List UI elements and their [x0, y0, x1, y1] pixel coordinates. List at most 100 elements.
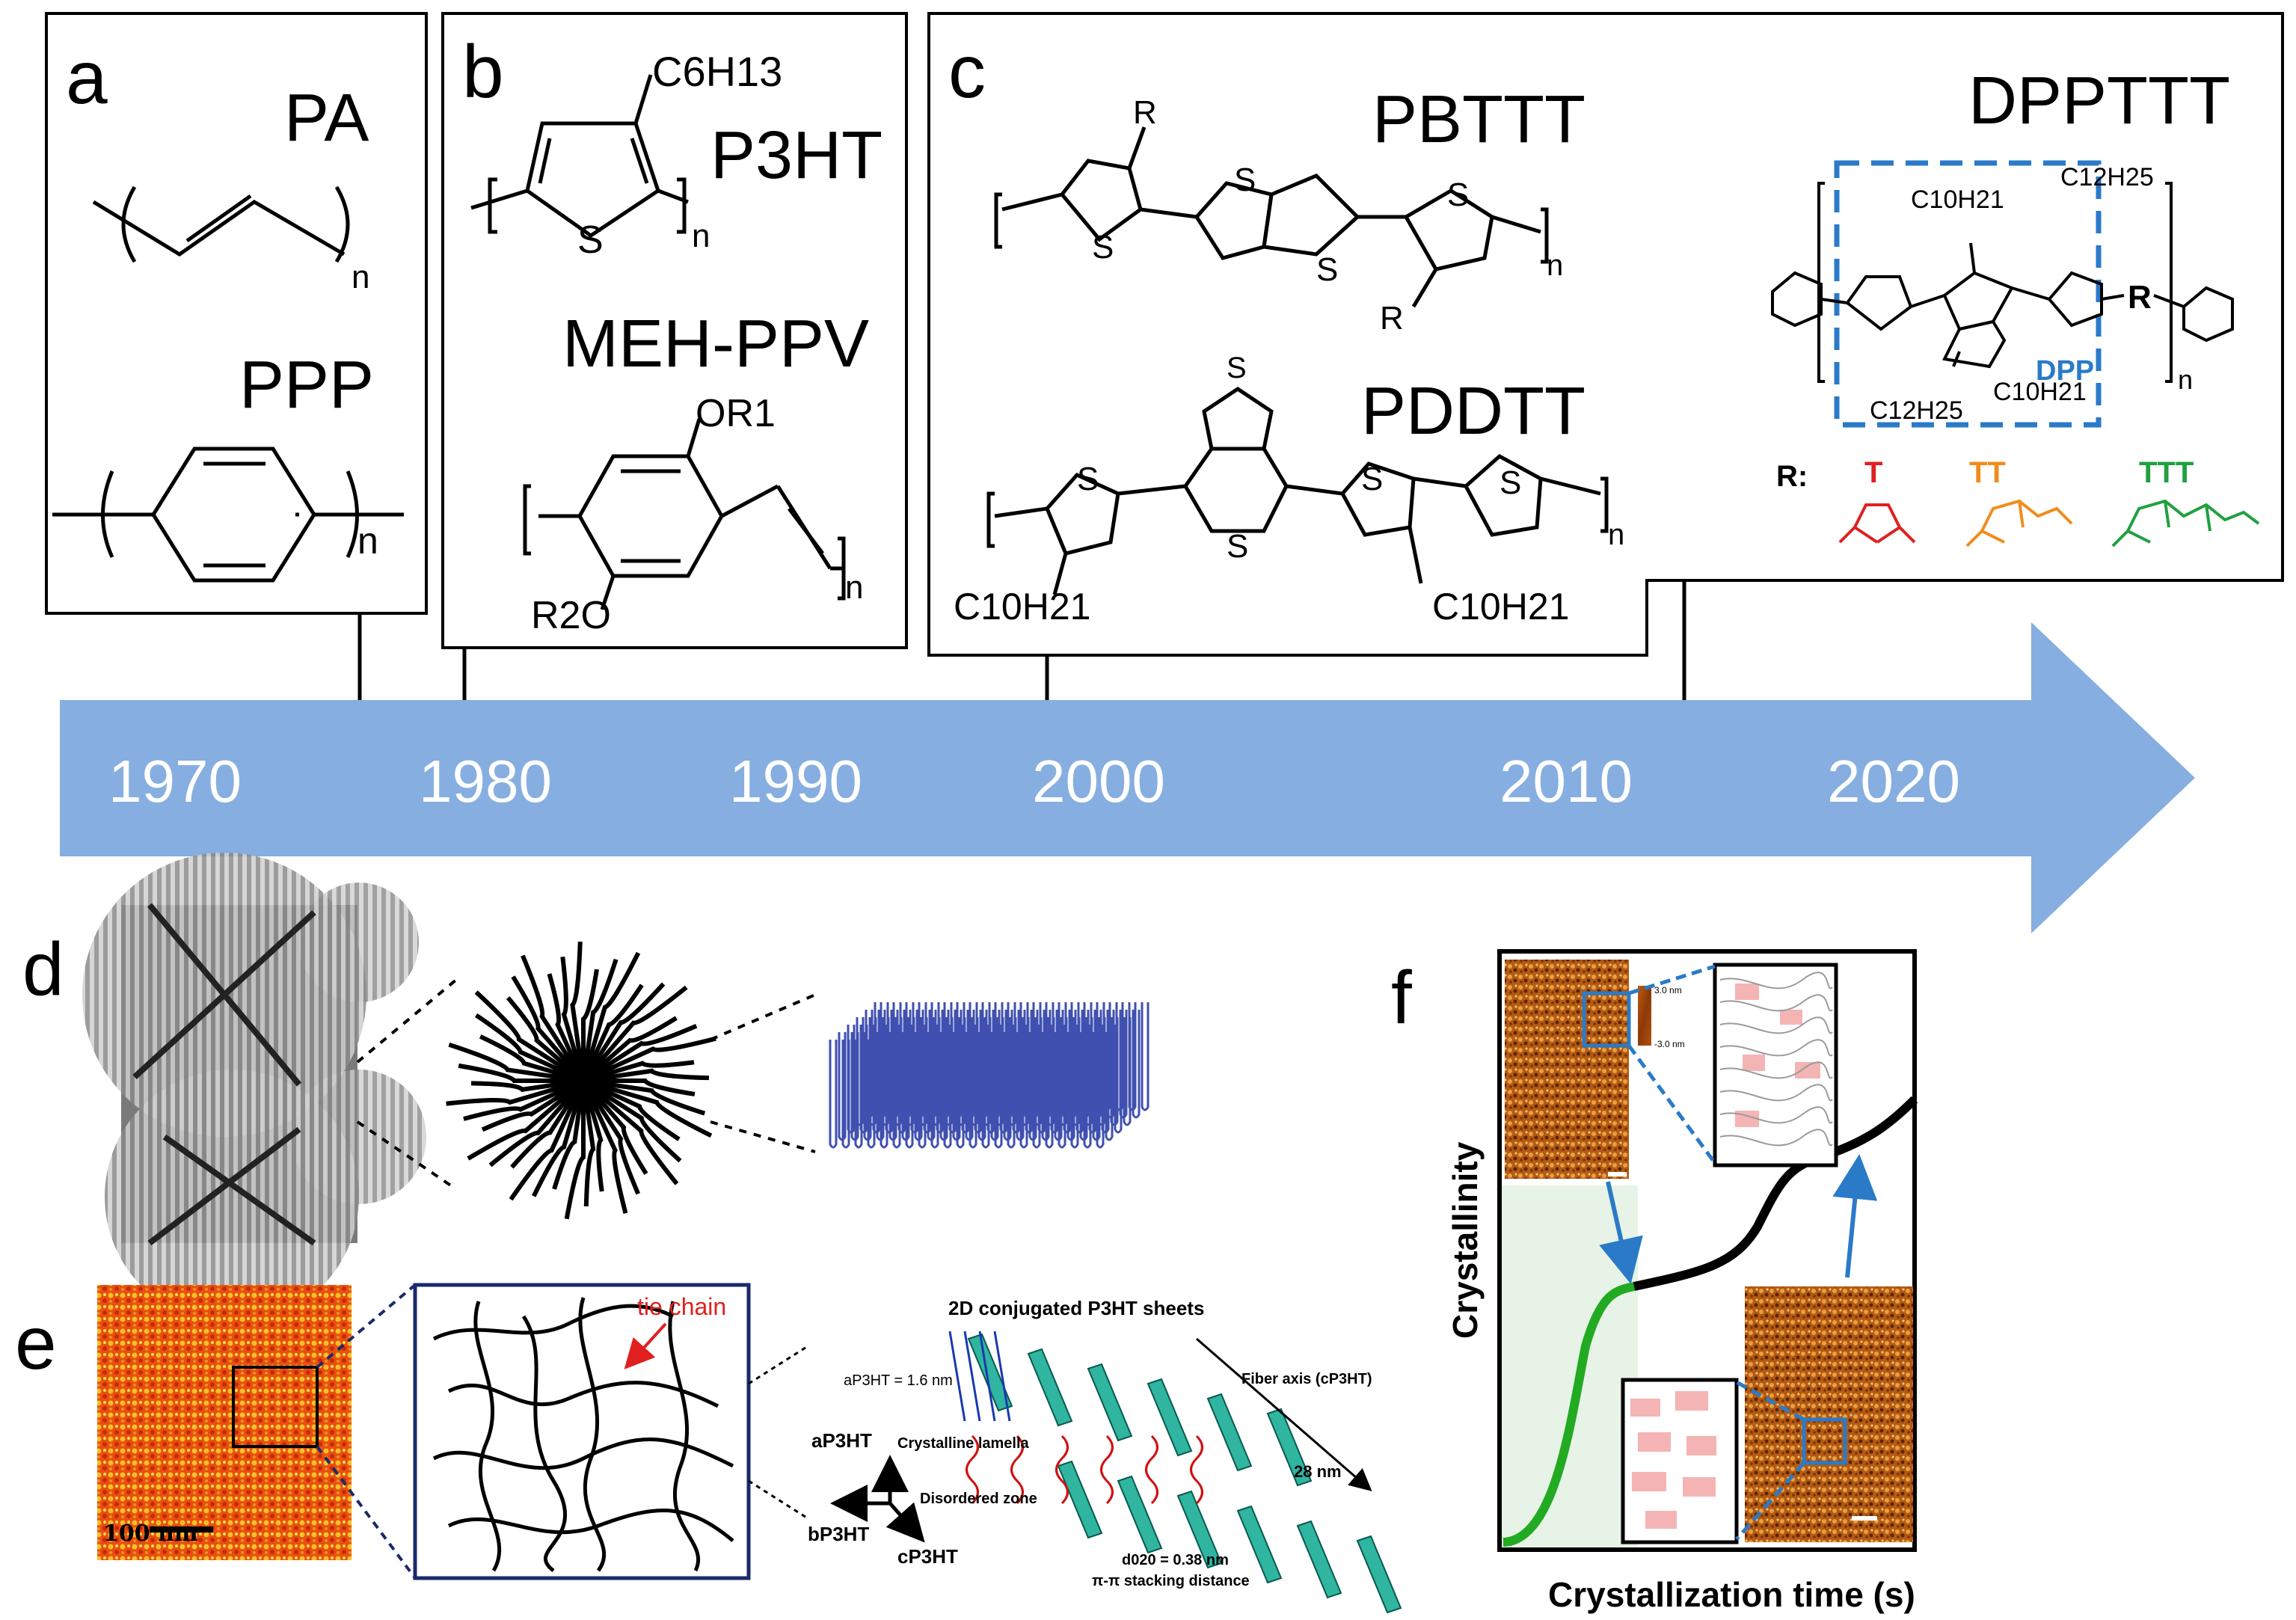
ttt-unit — [2111, 499, 2260, 547]
atom-s: S — [1500, 464, 1521, 501]
polymer-name-pa: PA — [284, 81, 369, 156]
polymer-name-dpptt: DPPTTT — [1968, 64, 2230, 138]
substituent-label: C10H21 — [1432, 586, 1569, 628]
zoom-lines — [316, 1283, 417, 1580]
substituent-label: C6H13 — [652, 48, 782, 95]
substituent-label: R — [1133, 94, 1157, 131]
d020-label: d020 = 0.38 nm — [1122, 1552, 1229, 1568]
r-legend-label: R: — [1776, 460, 1808, 493]
year-label: 2010 — [1500, 748, 1633, 814]
substituent-label: R — [1380, 300, 1404, 337]
timeline-arrow — [60, 622, 2195, 933]
r-option-ttt: TTT — [2139, 456, 2194, 489]
timeline-years: 1970 1980 1990 2000 2010 2020 — [108, 748, 1960, 814]
axis-a-label: aP3HT — [811, 1429, 872, 1452]
subscript-n: n — [845, 569, 863, 606]
early-stage-shade — [1502, 1185, 1638, 1547]
ppp-structure — [52, 447, 404, 583]
r-option-tt: TT — [1969, 456, 2006, 489]
a-spacing-label: aP3HT = 1.6 nm — [844, 1372, 953, 1389]
zoom-lines — [356, 978, 816, 1191]
atom-s: S — [1316, 251, 1338, 288]
year-label: 1990 — [729, 748, 862, 814]
subscript-n: n — [357, 520, 378, 562]
substituent-label: C12H25 — [2060, 163, 2154, 191]
year-label: 1970 — [108, 748, 242, 814]
substituent-label: C10H21 — [1993, 378, 2087, 406]
substituent-label: R2O — [531, 594, 611, 637]
panel-f: f 3.0 nm -3.0 nm — [1391, 949, 1918, 1614]
panel-letter: b — [462, 30, 504, 114]
t-unit — [1838, 503, 1916, 544]
atom-s: S — [1234, 162, 1256, 198]
substituent-label: C10H21 — [954, 586, 1090, 628]
disordered-label: Disordered zone — [920, 1491, 1037, 1507]
panel-a: a PA n PPP n — [45, 12, 428, 615]
substituent-label: C10H21 — [1911, 185, 2004, 214]
polymer-chains — [432, 1297, 734, 1572]
year-label: 1980 — [419, 748, 552, 814]
colorbar-bottom: -3.0 nm — [1654, 1039, 1685, 1049]
p3ht-structure — [470, 74, 689, 239]
arrow-early — [1599, 1181, 1643, 1284]
atom-s: S — [1227, 352, 1247, 384]
subscript-n: n — [692, 218, 710, 254]
p3ht-sheets — [948, 1331, 1402, 1614]
scale-bar-label: 100 nm — [103, 1521, 198, 1547]
panel-letter: f — [1391, 956, 1412, 1040]
pipi-label: π-π stacking distance — [1092, 1573, 1250, 1589]
tie-chain-sketch — [413, 1283, 751, 1580]
colorbar-top: 3.0 nm — [1654, 985, 1682, 995]
substituent-label: R — [2128, 279, 2152, 316]
atom-s: S — [1227, 528, 1248, 565]
pddtt-structure — [986, 386, 1609, 595]
substituent-label: OR1 — [696, 392, 776, 435]
dpp-label: DPP — [2036, 355, 2094, 387]
curve-black — [1633, 1096, 1918, 1291]
r-option-t: T — [1864, 456, 1882, 489]
polymer-name-pbttt: PBTTT — [1372, 82, 1586, 157]
panel-b: b C6H13 P3HT S n MEH-PPV OR1 — [441, 12, 908, 649]
curve-green — [1502, 1282, 1636, 1547]
spherulite-sketch — [446, 941, 716, 1220]
lamella-stack — [829, 1002, 1149, 1149]
plot-frame — [1497, 949, 1917, 1552]
atom-s: S — [1361, 461, 1383, 497]
atom-s: S — [577, 218, 604, 262]
subscript-n: n — [1608, 518, 1624, 551]
subscript-n: n — [1547, 249, 1563, 282]
atom-s: S — [1077, 461, 1099, 497]
substituent-label: C12H25 — [1870, 396, 1963, 425]
year-label: 2020 — [1827, 748, 1960, 814]
distance-label: 28 nm — [1294, 1462, 1342, 1481]
panel-letter: d — [22, 927, 64, 1011]
axis-triad — [830, 1455, 925, 1543]
panel-letter: c — [948, 30, 986, 114]
panel-c: c PBTTT R S S S S R n PDDTT — [927, 12, 2284, 657]
panel-letter: a — [66, 36, 108, 120]
polymer-name-p3ht: P3HT — [710, 118, 883, 193]
lamella-label: Crystalline lamella — [897, 1435, 1030, 1452]
panel-d: d — [22, 853, 1149, 1324]
spherulite-micrograph — [82, 853, 426, 1324]
y-axis-label: Crystallinity — [1446, 1141, 1485, 1339]
afm-inset-late — [1745, 1286, 1913, 1542]
dpptt-structure — [1771, 160, 2234, 428]
panel-letter: e — [15, 1301, 57, 1385]
subscript-n: n — [2178, 364, 2193, 395]
panel-e: e 100 nm tie chain 2D conjugated P3HT sh… — [15, 1283, 1402, 1614]
year-label: 2000 — [1032, 748, 1165, 814]
afm-inset-early — [1505, 960, 1629, 1179]
tie-chain-label: tie chain — [637, 1293, 726, 1320]
meh-ppv-structure — [523, 418, 846, 610]
pbttt-structure — [994, 126, 1549, 308]
afm-image — [97, 1285, 352, 1560]
tt-unit — [1965, 499, 2073, 547]
sheets-label: 2D conjugated P3HT sheets — [948, 1297, 1204, 1319]
atom-s: S — [1447, 177, 1469, 213]
arrow-late — [1832, 1154, 1878, 1278]
subscript-n: n — [352, 259, 369, 295]
fiber-axis-label: Fiber axis (cP3HT) — [1241, 1371, 1372, 1387]
timeline-connectors — [357, 580, 1686, 700]
